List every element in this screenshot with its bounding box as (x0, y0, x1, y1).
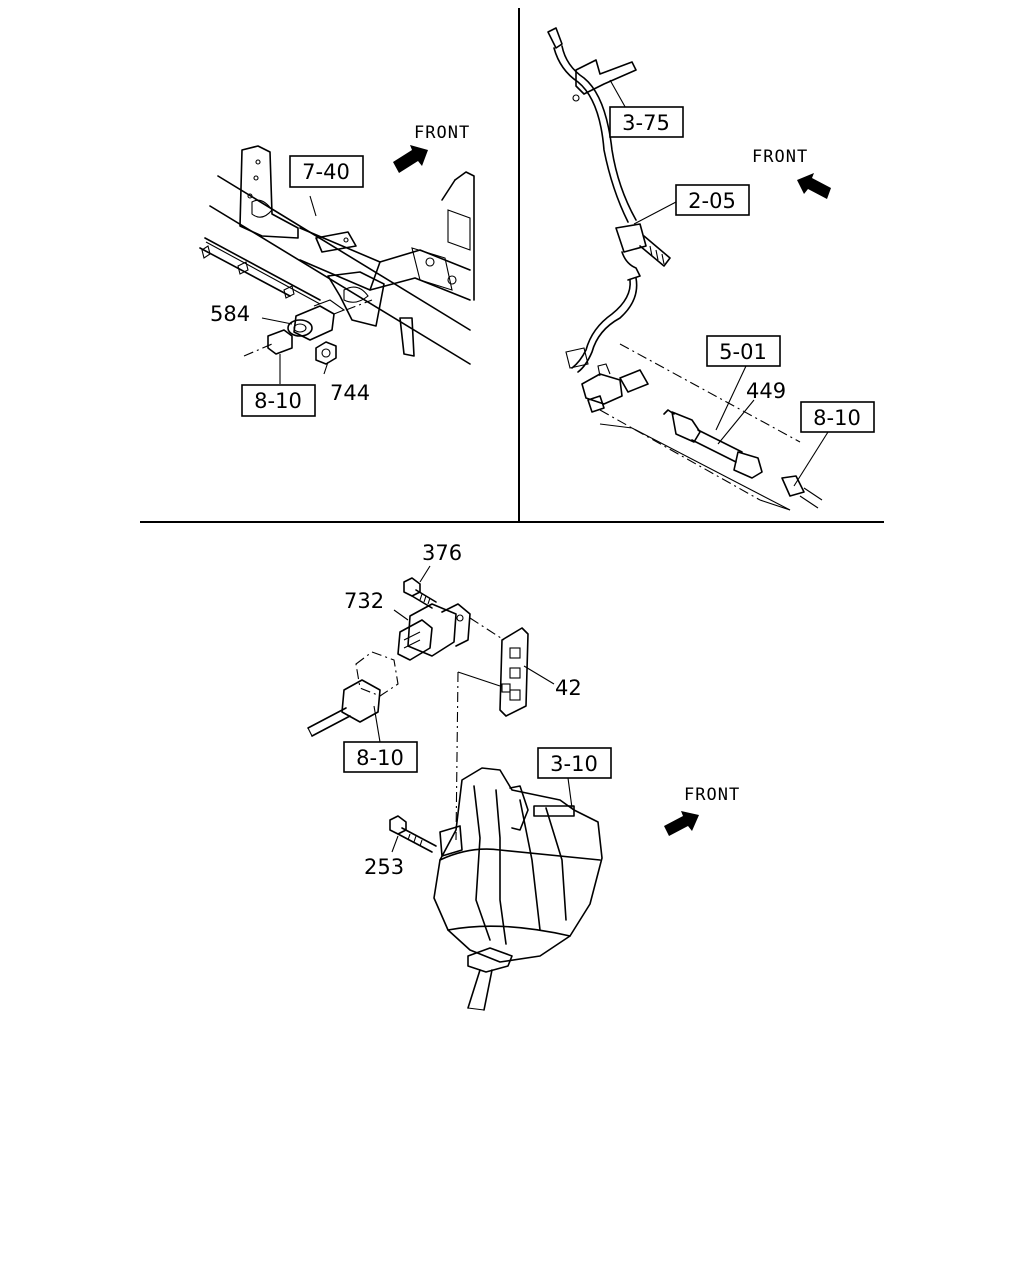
callout-8-10-top-right: 8-10 (800, 401, 875, 433)
leader-8-10-bottom (373, 705, 381, 743)
callout-8-10-top-left: 8-10 (241, 384, 316, 417)
connector-plug-bottom (307, 651, 399, 737)
callout-text: 3-75 (622, 111, 670, 135)
callout-text: 8-10 (356, 746, 404, 770)
leader-253 (391, 835, 399, 853)
panel-top-right: FRONT 3-75 2-05 5-01 8-10 449 (547, 27, 875, 511)
leader-42 (523, 665, 555, 685)
callout-text: 2-05 (688, 189, 736, 213)
part-3-10-unit (433, 671, 603, 1011)
part-number-42: 42 (555, 676, 582, 700)
callout-text: 8-10 (254, 389, 302, 413)
part-number-376: 376 (422, 541, 462, 565)
brake-hose (547, 27, 671, 373)
connector-plug (243, 329, 293, 357)
callout-7-40: 7-40 (289, 155, 364, 188)
leader-744 (323, 361, 329, 375)
callout-2-05: 2-05 (675, 184, 750, 216)
part-number-449: 449 (746, 379, 786, 403)
leader-7-40 (309, 195, 317, 217)
part-number-744: 744 (330, 381, 370, 405)
callout-text: 7-40 (302, 160, 350, 184)
callout-text: 3-10 (550, 752, 598, 776)
leader-8-10-right (793, 431, 829, 487)
panel-top-left: FRONT 7-40 8-10 584 744 (199, 123, 475, 417)
leader-584 (261, 317, 293, 325)
callout-8-10-bottom: 8-10 (343, 741, 418, 773)
part-number-732: 732 (344, 589, 384, 613)
leader-2-05 (633, 201, 677, 225)
leader-376 (419, 565, 431, 583)
front-label: FRONT (684, 785, 740, 805)
front-arrow-top-left: FRONT (393, 123, 470, 173)
leader-5-01 (715, 365, 747, 431)
leader-732 (393, 609, 409, 621)
front-label: FRONT (414, 123, 470, 143)
front-label: FRONT (752, 147, 808, 167)
callout-3-75: 3-75 (609, 106, 684, 138)
assembly-line (345, 299, 373, 311)
part-253-bolt (389, 815, 437, 853)
leader-449 (717, 399, 755, 445)
leader-3-10 (567, 777, 573, 809)
callout-text: 5-01 (719, 340, 767, 364)
frame-rails-illustration (199, 145, 475, 365)
part-732-module (397, 603, 471, 661)
front-arrow-top-right: FRONT (752, 147, 831, 199)
callout-5-01: 5-01 (706, 335, 781, 367)
part-584-bracket (287, 299, 346, 341)
callout-text: 8-10 (813, 406, 861, 430)
callout-3-10: 3-10 (537, 747, 612, 779)
axle-illustration (581, 343, 801, 511)
part-number-253: 253 (364, 855, 404, 879)
part-number-584: 584 (210, 302, 250, 326)
panel-bottom: FRONT 376 732 42 8-10 3-10 253 (307, 541, 740, 1011)
part-376-bolt (403, 577, 437, 609)
connector-plug-right (781, 475, 823, 509)
part-449-sensor (663, 409, 763, 479)
front-arrow-bottom: FRONT (664, 785, 740, 836)
part-744-nut (315, 341, 337, 365)
part-42-bracket (457, 617, 529, 717)
